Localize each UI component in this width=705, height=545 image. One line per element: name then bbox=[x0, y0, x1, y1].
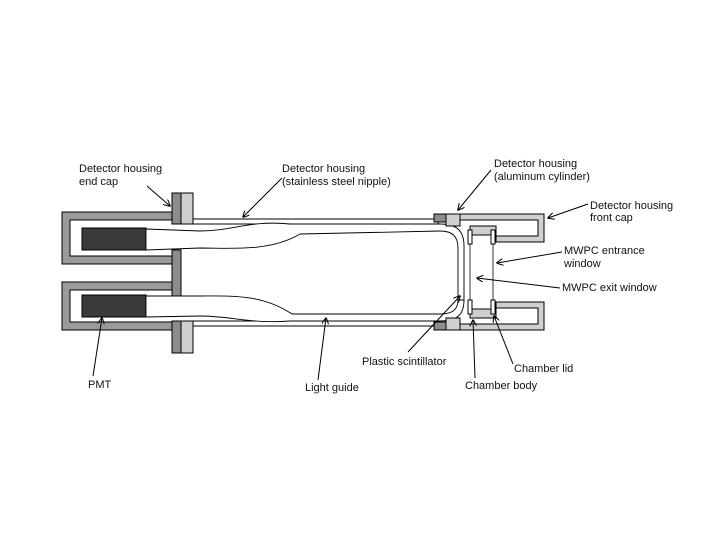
labels: Detector housing end cap Detector housin… bbox=[79, 158, 673, 394]
label-nipple-1: Detector housing bbox=[282, 163, 365, 175]
label-front-cap-2: front cap bbox=[590, 212, 633, 224]
pmt-top bbox=[81, 227, 147, 251]
end-cap-flanges bbox=[171, 192, 194, 354]
light-guide-bottom bbox=[145, 295, 465, 323]
label-chamber-body: Chamber body bbox=[465, 380, 538, 392]
label-entrance-2: window bbox=[563, 258, 601, 270]
front-cap bbox=[459, 213, 545, 331]
label-scintillator: Plastic scintillator bbox=[362, 356, 447, 368]
label-front-cap-1: Detector housing bbox=[590, 200, 673, 212]
light-guide-top bbox=[145, 222, 465, 301]
label-light-guide: Light guide bbox=[305, 382, 359, 394]
label-end-cap-2: end cap bbox=[79, 176, 118, 188]
label-entrance-1: MWPC entrance bbox=[564, 245, 645, 257]
pmt-bottom bbox=[81, 294, 147, 318]
label-aluminum-2: (aluminum cylinder) bbox=[494, 171, 590, 183]
label-end-cap-1: Detector housing bbox=[79, 163, 162, 175]
leader-lines bbox=[92, 169, 589, 381]
label-exit-window: MWPC exit window bbox=[562, 282, 657, 294]
label-pmt: PMT bbox=[88, 379, 112, 391]
chamber bbox=[467, 225, 497, 319]
label-nipple-2: (stainless steel nipple) bbox=[282, 176, 391, 188]
label-chamber-lid: Chamber lid bbox=[514, 363, 573, 375]
label-aluminum-1: Detector housing bbox=[494, 158, 577, 170]
